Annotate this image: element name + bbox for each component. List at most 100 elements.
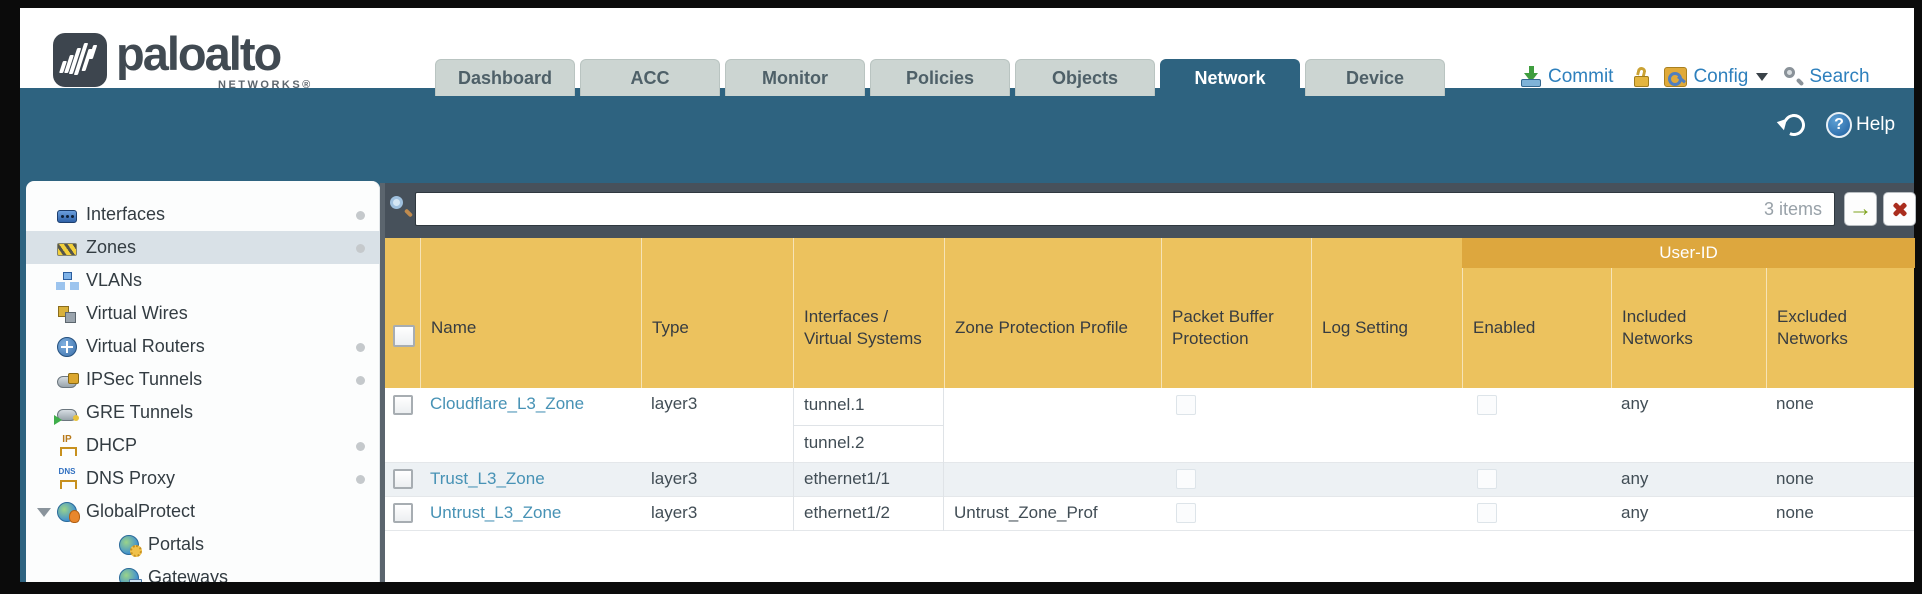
sidebar-item-label: DNS Proxy [86,468,176,488]
zone-name-link[interactable]: Untrust_L3_Zone [430,503,562,522]
search-button[interactable]: Search [1809,66,1870,87]
sidebar-item-label: Virtual Wires [86,303,188,323]
status-dot [356,211,365,220]
help-button[interactable]: ? Help [1826,112,1895,138]
excluded-networks: none [1776,469,1814,488]
column-header-name[interactable]: Name [420,238,641,388]
column-header-interfaces[interactable]: Interfaces / Virtual Systems [793,238,944,388]
column-header-packet-buffer-protection[interactable]: Packet Buffer Protection [1161,238,1311,388]
interfaces-icon [57,210,77,223]
clear-filter-button[interactable] [1883,192,1916,226]
user-id-group-header: User-ID [1462,238,1915,268]
tab-acc[interactable]: ACC [580,59,720,96]
apply-filter-button[interactable]: → [1844,192,1877,226]
chevron-down-icon[interactable] [1756,73,1769,81]
lock-icon[interactable] [1633,66,1650,87]
commit-button[interactable]: Commit [1548,66,1614,87]
items-count: 3 items [1763,198,1822,219]
column-header-log-setting[interactable]: Log Setting [1311,238,1462,388]
header-checkbox-cell [385,238,420,388]
zone-protection-profile [944,388,1161,394]
row-checkbox[interactable] [393,469,413,489]
status-dot [356,475,365,484]
tab-network[interactable]: Network [1160,59,1300,96]
sidebar-item-virtual-routers[interactable]: Virtual Routers [26,330,380,363]
column-header-excluded-networks[interactable]: Excluded Networks [1766,268,1915,388]
included-networks: any [1621,469,1649,488]
table-row: Cloudflare_L3_Zone layer3 tunnel.1 tunne… [385,388,1914,463]
column-header-zone-protection-profile[interactable]: Zone Protection Profile [944,238,1161,388]
sidebar-item-vlans[interactable]: VLANs [26,264,380,297]
row-checkbox[interactable] [393,503,413,523]
sidebar-item-dns-proxy[interactable]: DNS DNS Proxy [26,462,380,495]
sidebar-item-label: IPSec Tunnels [86,369,203,389]
gateways-icon [119,567,142,582]
config-button[interactable]: Config [1693,66,1749,87]
help-icon: ? [1826,112,1852,138]
dhcp-icon: IP [57,434,77,456]
packet-buffer-checkbox[interactable] [1176,469,1196,489]
vlans-icon [57,271,77,291]
table-body: Cloudflare_L3_Zone layer3 tunnel.1 tunne… [385,388,1914,531]
included-networks: any [1621,503,1649,522]
tab-device[interactable]: Device [1305,59,1445,96]
commit-icon [1520,65,1542,89]
sidebar-item-label: Portals [148,534,205,554]
gre-tunnels-icon [54,408,79,425]
zone-type: layer3 [651,394,698,413]
interface-value: tunnel.2 [793,426,944,463]
zone-name-link[interactable]: Trust_L3_Zone [430,469,545,488]
column-header-included-networks[interactable]: Included Networks [1611,268,1766,388]
column-header-enabled[interactable]: Enabled [1462,268,1611,388]
user-id-enabled-checkbox[interactable] [1477,503,1497,523]
table-row: Trust_L3_Zone layer3 ethernet1/1 any non… [385,463,1914,497]
interface-value: tunnel.1 [793,388,944,426]
sidebar-item-dhcp[interactable]: IP DHCP [26,429,380,462]
tab-policies[interactable]: Policies [870,59,1010,96]
table-row: Untrust_L3_Zone layer3 ethernet1/2 Untru… [385,497,1914,531]
filter-bar: 3 items → [385,183,1916,238]
virtual-wires-icon [57,304,77,324]
sidebar-item-label: Gateways [148,567,229,582]
excluded-networks: none [1776,503,1814,522]
config-icon [1664,67,1688,87]
tab-dashboard[interactable]: Dashboard [435,59,575,96]
filter-input[interactable]: 3 items [415,192,1835,226]
sidebar-item-ipsec-tunnels[interactable]: IPSec Tunnels [26,363,380,396]
row-checkbox[interactable] [393,395,413,415]
sidebar-item-portals[interactable]: Portals [26,528,380,561]
sidebar-item-interfaces[interactable]: Interfaces [26,198,380,231]
sidebar-item-gre-tunnels[interactable]: GRE Tunnels [26,396,380,429]
zone-type: layer3 [651,503,698,522]
sidebar-item-virtual-wires[interactable]: Virtual Wires [26,297,380,330]
sidebar-item-globalprotect[interactable]: GlobalProtect [26,495,380,528]
column-header-type[interactable]: Type [641,238,793,388]
virtual-routers-icon [57,336,77,357]
paloalto-logo-icon [53,33,107,87]
top-actions: Commit Config Search [1520,61,1870,93]
tab-objects[interactable]: Objects [1015,59,1155,96]
included-networks: any [1621,394,1649,413]
packet-buffer-checkbox[interactable] [1176,503,1196,523]
user-id-enabled-checkbox[interactable] [1477,395,1497,415]
interface-value: ethernet1/1 [793,463,944,497]
filter-search-icon [390,196,414,220]
sidebar-item-label: Virtual Routers [86,336,205,356]
sidebar-item-gateways[interactable]: Gateways [26,561,380,582]
zone-protection-profile [944,463,1161,469]
collapse-triangle-icon[interactable] [37,508,51,517]
select-all-checkbox[interactable] [393,325,415,347]
user-id-enabled-checkbox[interactable] [1477,469,1497,489]
sidebar-item-label: VLANs [86,270,143,290]
status-dot [356,343,365,352]
sidebar-item-zones[interactable]: Zones [26,231,380,264]
sidebar-item-label: Interfaces [86,204,166,224]
sidebar-item-label: GlobalProtect [86,501,196,521]
status-dot [356,442,365,451]
zone-name-link[interactable]: Cloudflare_L3_Zone [430,394,585,413]
panel-divider[interactable] [380,183,385,582]
sidebar-item-label: GRE Tunnels [86,402,194,422]
table-header: User-ID Name Type Interfaces / Virtual S… [385,238,1915,388]
tab-monitor[interactable]: Monitor [725,59,865,96]
packet-buffer-checkbox[interactable] [1176,395,1196,415]
